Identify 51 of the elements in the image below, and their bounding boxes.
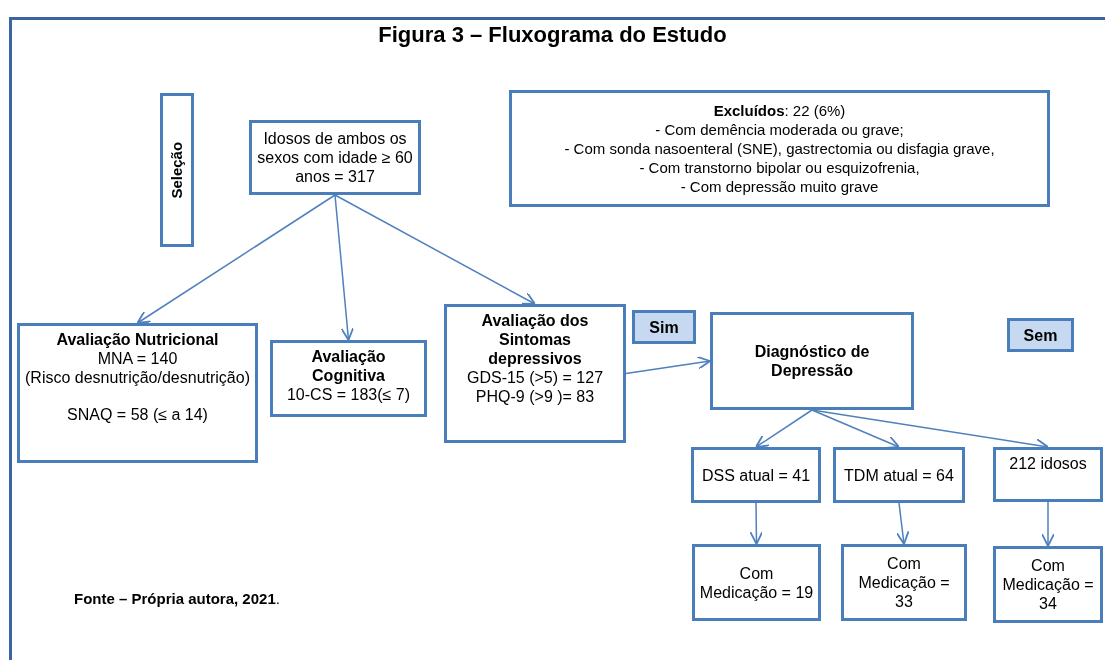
arrow bbox=[625, 355, 711, 375]
process-box bbox=[993, 447, 1103, 502]
process-box bbox=[444, 304, 626, 443]
process-box bbox=[692, 544, 821, 621]
box-text: DSS atual = 41 bbox=[700, 465, 812, 485]
box-text: - Com demência moderada ou grave; bbox=[654, 120, 905, 139]
box-text: Idosos de ambos os sexos com idade ≥ 60 anos = 317 bbox=[256, 129, 414, 186]
arrow bbox=[811, 409, 900, 449]
box-text: 10-CS = 183(≤ 7) bbox=[285, 385, 412, 404]
process-box bbox=[691, 447, 821, 503]
box-text: TDM atual = 64 bbox=[843, 465, 955, 485]
box-text: Com Medicação = 34 bbox=[1001, 556, 1095, 613]
title: Figura 3 – Fluxograma do Estudo bbox=[377, 21, 728, 49]
box-text: (Risco desnutrição/desnutrição) bbox=[24, 368, 251, 387]
box-text: Com Medicação = 33 bbox=[857, 554, 951, 611]
box-text: Excluídos: 22 (6%) bbox=[712, 101, 847, 120]
box-heading: Avaliação Nutricional bbox=[55, 330, 220, 349]
arrow bbox=[334, 194, 355, 341]
box-text: SNAQ = 58 (≤ a 14) bbox=[66, 405, 209, 424]
box-text: - Com depressão muito grave bbox=[679, 177, 880, 196]
box-text: PHQ-9 (>9 )= 83 bbox=[474, 387, 596, 406]
box-heading: Sim bbox=[648, 317, 680, 337]
box-text: GDS-15 (>5) = 127 bbox=[465, 368, 605, 387]
arrow bbox=[749, 502, 764, 545]
arrow bbox=[334, 194, 536, 305]
box-text: Com Medicação = 19 bbox=[698, 563, 815, 602]
box-text: - Com transtorno bipolar ou esquizofrenia, bbox=[638, 158, 921, 177]
box-heading: Diagnóstico de Depressão bbox=[753, 342, 871, 380]
arrow bbox=[1041, 501, 1055, 547]
source-note: Fonte – Própria autora, 2021. bbox=[74, 589, 280, 609]
box-heading: Sem bbox=[1022, 325, 1059, 345]
arrow bbox=[755, 409, 813, 448]
process-box bbox=[841, 544, 967, 621]
arrow bbox=[895, 502, 910, 545]
exclusion-box bbox=[509, 90, 1050, 207]
box-heading: Avaliação Cognitiva bbox=[310, 347, 387, 385]
box-text: MNA = 140 bbox=[96, 349, 179, 368]
process-box bbox=[710, 312, 914, 410]
process-box bbox=[270, 340, 427, 417]
stage-box bbox=[160, 93, 194, 247]
branch-tag bbox=[1007, 318, 1074, 352]
process-box bbox=[17, 323, 258, 463]
box-text: - Com sonda nasoenteral (SNE), gastrectomia ou disfagia grave, bbox=[563, 139, 996, 158]
arrow bbox=[136, 194, 336, 324]
box-heading: Avaliação dos Sintomas depressivos bbox=[480, 311, 590, 368]
process-box bbox=[833, 447, 965, 503]
branch-tag bbox=[632, 310, 696, 344]
process-box bbox=[993, 546, 1103, 623]
process-box bbox=[249, 120, 421, 195]
box-text: 212 idosos bbox=[1008, 454, 1088, 473]
stage-label: Seleção bbox=[166, 141, 186, 199]
